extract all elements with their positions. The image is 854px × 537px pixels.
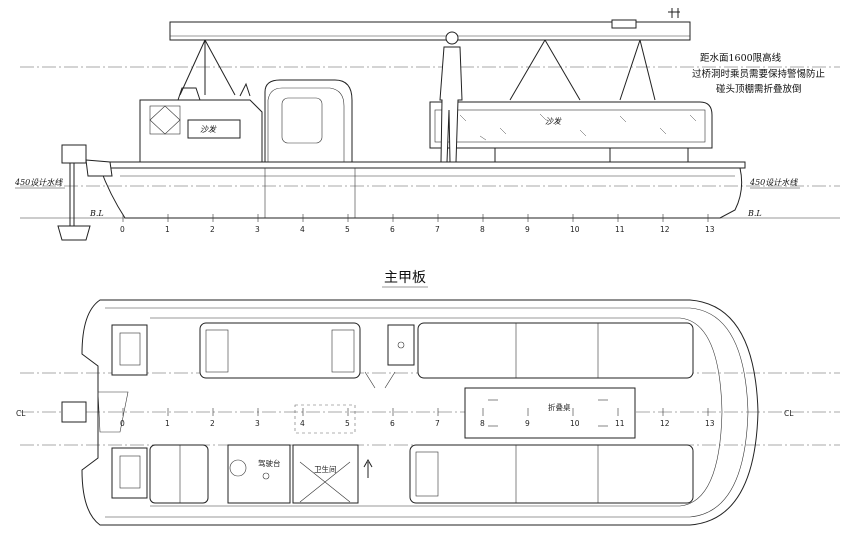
station-label: 10 (570, 225, 580, 234)
engine-hatch-port (111, 324, 148, 376)
aft-sofa (429, 101, 713, 149)
side-elevation: 沙发 沙发 (14, 8, 840, 241)
station-label: 5 (345, 225, 350, 234)
station-label: 1 (165, 419, 170, 428)
station-label: 9 (525, 225, 530, 234)
station-label: 13 (705, 419, 715, 428)
waterline-label-right: 450设计水线 (749, 178, 798, 187)
person-figure (439, 31, 463, 163)
toilet-room (292, 444, 359, 504)
station-label: 9 (525, 419, 530, 428)
station-label: 12 (660, 225, 670, 234)
station-label: 13 (705, 225, 715, 234)
outboard-motor (57, 144, 113, 241)
station-label: 8 (480, 225, 485, 234)
baseline-label-left: B.L (89, 209, 104, 218)
sofa-cushion-1 (187, 119, 241, 139)
canopy-frame (179, 39, 656, 101)
station-label: 3 (255, 225, 260, 234)
station-label: 4 (300, 419, 305, 428)
sofa-label-1: 沙发 (200, 125, 217, 134)
station-label: 4 (300, 225, 305, 234)
engine-hatch-starboard (111, 447, 148, 499)
plan-title: 主甲板 (384, 270, 426, 286)
station-label: 0 (120, 419, 125, 428)
station-label: 11 (615, 419, 625, 428)
station-label: 11 (615, 225, 625, 234)
station-label: 6 (390, 419, 395, 428)
station-label: 8 (480, 419, 485, 428)
station-label: 0 (120, 225, 125, 234)
baseline-label-right: B.L (747, 209, 762, 218)
floor-hatch (294, 404, 356, 434)
waterline-label-left: 450设计水线 (14, 178, 63, 187)
folding-table-label: 折叠桌 (548, 402, 571, 412)
station-label: 5 (345, 419, 350, 428)
station-label: 1 (165, 225, 170, 234)
plan-outboard-motor (61, 401, 87, 423)
sink-unit (387, 324, 415, 366)
folding-table (464, 387, 636, 439)
steering-wheel-icon (229, 459, 247, 477)
centerline-label-left: CL (16, 409, 26, 418)
windshield (177, 87, 201, 101)
port-sofa-forward (199, 322, 361, 379)
sofa-label-2: 沙发 (545, 117, 562, 126)
canopy-note: 碰头顶棚需折叠放倒 (716, 83, 802, 95)
hull (99, 167, 743, 219)
door-arrow-icon (363, 458, 373, 478)
plan-hull-outline (81, 299, 759, 526)
sofa-pattern (459, 113, 697, 141)
station-label: 7 (435, 225, 440, 234)
station-label: 3 (255, 419, 260, 428)
station-label: 10 (570, 419, 580, 428)
horn-icon (611, 19, 637, 29)
gate-door (364, 371, 396, 389)
starboard-sofa-aft (409, 444, 694, 504)
toilet-cabin (264, 79, 353, 163)
bridge-note: 过桥洞时乘员需要保持警惕防止 (692, 68, 826, 80)
port-sofa-aft (417, 322, 694, 379)
helm-label: 驾驶台 (258, 458, 281, 468)
station-label: 6 (390, 225, 395, 234)
station-label: 12 (660, 419, 670, 428)
station-label: 2 (210, 225, 215, 234)
main-deck (94, 161, 746, 169)
plan-view: CL CL 折叠桌 (16, 299, 840, 526)
canopy-roof (169, 21, 691, 41)
height-limit-note: 距水面1600限高线 (700, 52, 782, 64)
helm-station (227, 444, 291, 504)
toilet-label: 卫生间 (314, 464, 337, 474)
helm-seat (149, 444, 209, 504)
station-label: 2 (210, 419, 215, 428)
mast-light-icon (668, 8, 680, 18)
centerline-label-right: CL (784, 409, 794, 418)
station-label: 7 (435, 419, 440, 428)
